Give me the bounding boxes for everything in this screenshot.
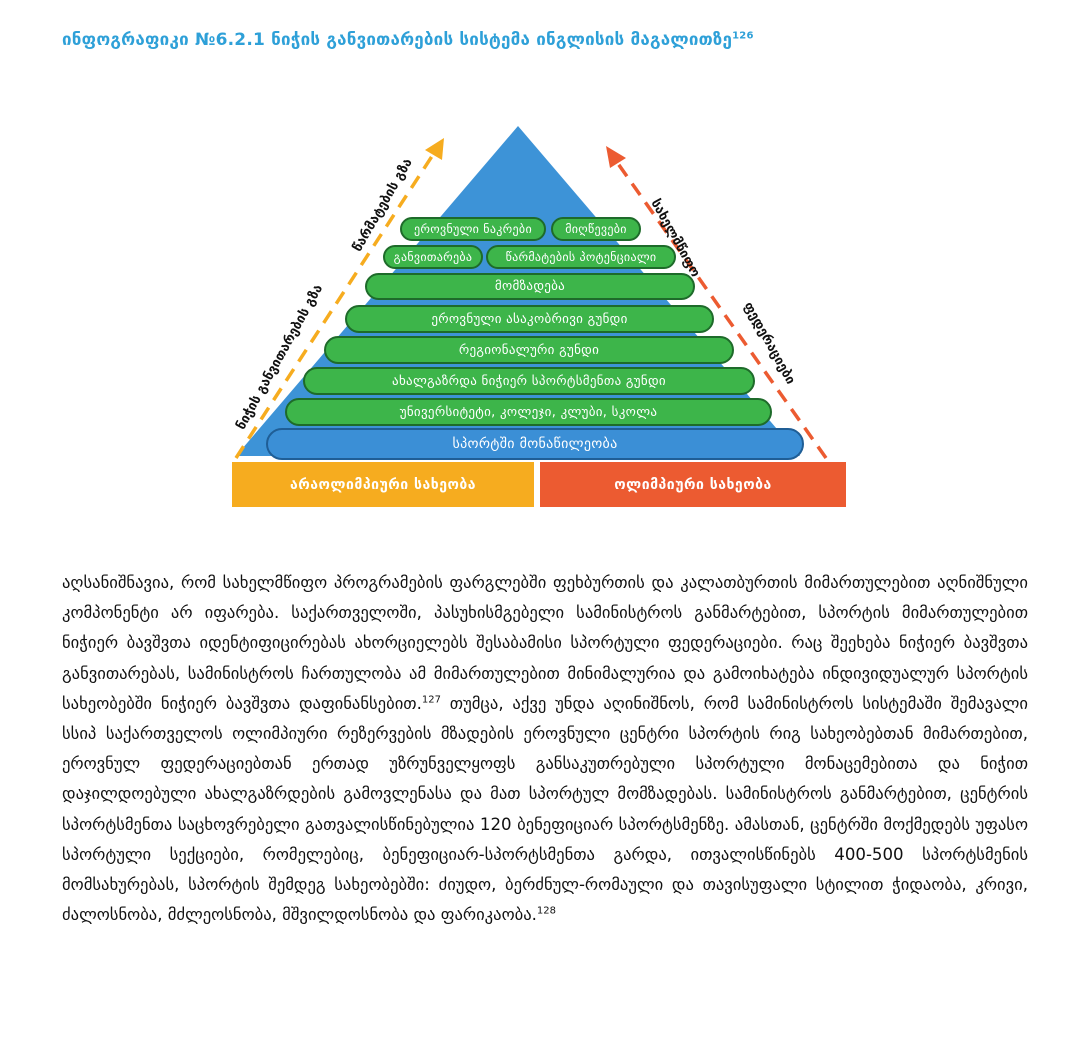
right-arrow-line [612,156,828,460]
left-arrow-head [425,138,444,160]
non-olympic-sports-bar: არაოლიმპიური სახეობა [232,462,534,507]
left-arrow-line [234,149,438,459]
pyramid-level-3: მომზადება [365,273,695,300]
pyramid-level-2b: წარმატების პოტენციალი [486,245,676,269]
pyramid-level-1b: მიღწევები [551,217,641,241]
title-text: ინფოგრაფიკი №6.2.1 ნიჭის განვითარების სი… [62,30,733,50]
pyramid-level-5: რეგიონალური გუნდი [324,336,734,364]
page-title: ინფოგრაფიკი №6.2.1 ნიჭის განვითარების სი… [62,30,754,50]
title-footnote: 126 [732,30,754,42]
pyramid-level-4: ეროვნული ასაკობრივი გუნდი [345,305,714,333]
right-arrow-head [606,146,626,168]
talent-pyramid-infographic: წარმატების გზა ნიჭის განვითარების გზა სა… [232,126,846,507]
pyramid-level-6: ახალგაზრდა ნიჭიერ სპორტსმენთა გუნდი [303,367,755,395]
footnote-127: 127 [421,694,441,706]
pyramid-level-7: უნივერსიტეტი, კოლეჯი, კლუბი, სკოლა [285,398,772,426]
olympic-sports-bar: ოლიმპიური სახეობა [540,462,846,507]
paragraph-part-2: თუმცა, აქვე უნდა აღინიშნოს, რომ სამინისტ… [62,693,1028,925]
pyramid-base-level: სპორტში მონაწილეობა [266,428,804,460]
pyramid-level-1a: ეროვნული ნაკრები [400,217,546,241]
paragraph-part-1: აღსანიშნავია, რომ სახელმწიფო პროგრამების… [62,573,1028,713]
body-paragraph: აღსანიშნავია, რომ სახელმწიფო პროგრამების… [62,568,1028,930]
footnote-128: 128 [536,905,556,917]
pyramid-level-2a: განვითარება [383,245,483,269]
